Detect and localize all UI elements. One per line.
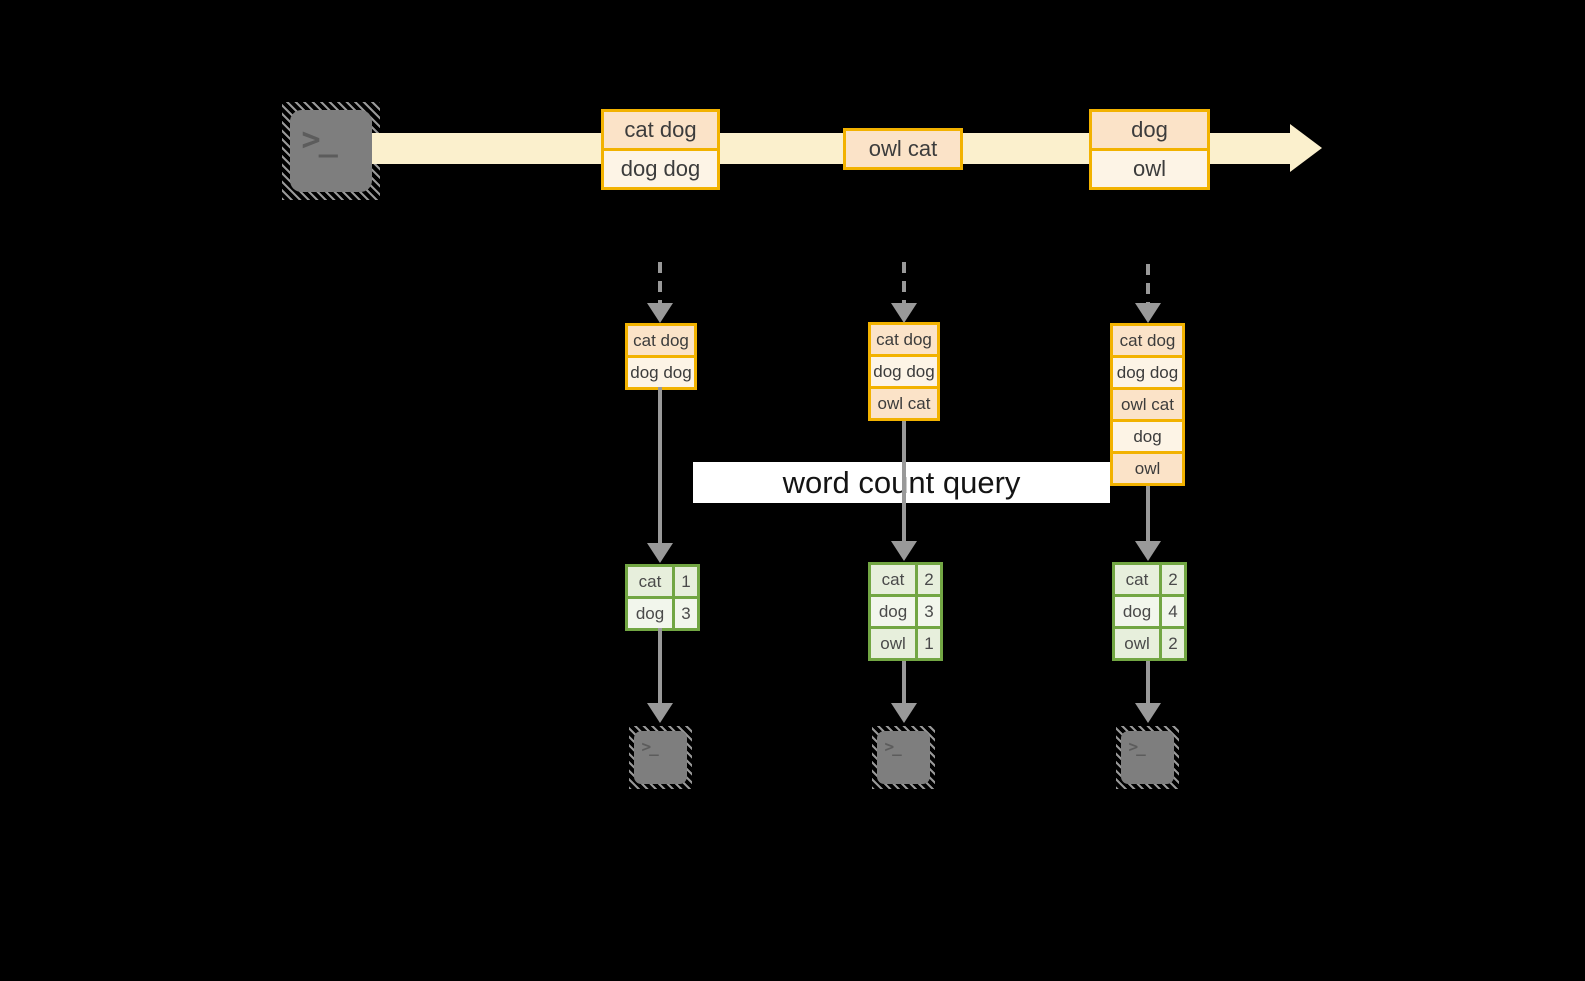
- output-terminal-icon-2: >_: [872, 726, 935, 789]
- arrow-line: [658, 628, 662, 704]
- buffer-row: owl: [1113, 454, 1182, 483]
- terminal-screen: >_: [289, 109, 373, 193]
- word-cell: cat: [628, 567, 675, 596]
- buffer-row: owl cat: [1113, 390, 1182, 422]
- event-line: owl cat: [846, 131, 960, 167]
- query-label: word count query: [693, 462, 1110, 503]
- word-cell: cat: [1115, 565, 1162, 594]
- terminal-prompt-glyph: >_: [884, 737, 901, 757]
- source-terminal-icon: >_: [282, 102, 380, 200]
- terminal-prompt-glyph: >_: [301, 119, 338, 158]
- table-row: cat 1: [628, 567, 697, 599]
- terminal-screen: >_: [1121, 731, 1174, 784]
- count-cell: 3: [918, 597, 940, 626]
- terminal-screen: >_: [634, 731, 687, 784]
- table-row: owl 1: [871, 629, 940, 658]
- arrow-line: [658, 387, 662, 543]
- arrowhead-down-icon: [1135, 303, 1161, 323]
- buffer-row: owl cat: [871, 389, 937, 418]
- table-row: dog 3: [871, 597, 940, 629]
- terminal-screen: >_: [877, 731, 930, 784]
- output-terminal-icon-1: >_: [629, 726, 692, 789]
- count-cell: 1: [675, 567, 697, 596]
- word-cell: dog: [1115, 597, 1162, 626]
- arrow-line: [1146, 486, 1150, 541]
- word-cell: cat: [871, 565, 918, 594]
- buffer-box-1: cat dog dog dog: [625, 323, 697, 390]
- event-line: owl: [1092, 151, 1207, 187]
- buffer-box-2: cat dog dog dog owl cat: [868, 322, 940, 421]
- terminal-prompt-glyph: >_: [1128, 737, 1145, 757]
- word-cell: owl: [1115, 629, 1162, 658]
- buffer-box-3: cat dog dog dog owl cat dog owl: [1110, 323, 1185, 486]
- stream-arrowhead-icon: [1290, 124, 1322, 172]
- arrowhead-down-icon: [647, 703, 673, 723]
- table-row: cat 2: [1115, 565, 1184, 597]
- stream-event-2: owl cat: [843, 128, 963, 170]
- dashed-arrow-line: [902, 262, 906, 303]
- arrowhead-down-icon: [1135, 541, 1161, 561]
- arrowhead-down-icon: [647, 303, 673, 323]
- table-row: dog 3: [628, 599, 697, 628]
- arrowhead-down-icon: [891, 703, 917, 723]
- count-cell: 2: [1162, 565, 1184, 594]
- word-cell: owl: [871, 629, 918, 658]
- count-cell: 2: [918, 565, 940, 594]
- count-cell: 3: [675, 599, 697, 628]
- buffer-row: dog dog: [628, 358, 694, 387]
- arrowhead-down-icon: [1135, 703, 1161, 723]
- word-cell: dog: [871, 597, 918, 626]
- table-row: cat 2: [871, 565, 940, 597]
- count-cell: 1: [918, 629, 940, 658]
- arrow-line: [902, 661, 906, 704]
- event-line: dog: [1092, 112, 1207, 151]
- word-cell: dog: [628, 599, 675, 628]
- terminal-prompt-glyph: >_: [641, 737, 658, 757]
- count-table-2: cat 2 dog 3 owl 1: [868, 562, 943, 661]
- arrowhead-down-icon: [891, 541, 917, 561]
- buffer-row: cat dog: [628, 326, 694, 358]
- table-row: dog 4: [1115, 597, 1184, 629]
- dashed-arrow-line: [1146, 264, 1150, 303]
- arrowhead-down-icon: [891, 303, 917, 323]
- arrowhead-down-icon: [647, 543, 673, 563]
- stream-event-3: dog owl: [1089, 109, 1210, 190]
- count-cell: 4: [1162, 597, 1184, 626]
- count-table-1: cat 1 dog 3: [625, 564, 700, 631]
- arrow-line: [1146, 661, 1150, 704]
- event-line: cat dog: [604, 112, 717, 151]
- stream-event-1: cat dog dog dog: [601, 109, 720, 190]
- count-cell: 2: [1162, 629, 1184, 658]
- buffer-row: dog: [1113, 422, 1182, 454]
- output-terminal-icon-3: >_: [1116, 726, 1179, 789]
- buffer-row: dog dog: [871, 357, 937, 389]
- buffer-row: dog dog: [1113, 358, 1182, 390]
- count-table-3: cat 2 dog 4 owl 2: [1112, 562, 1187, 661]
- arrow-line: [902, 421, 906, 541]
- buffer-row: cat dog: [1113, 326, 1182, 358]
- table-row: owl 2: [1115, 629, 1184, 658]
- dashed-arrow-line: [658, 262, 662, 303]
- event-line: dog dog: [604, 151, 717, 187]
- buffer-row: cat dog: [871, 325, 937, 357]
